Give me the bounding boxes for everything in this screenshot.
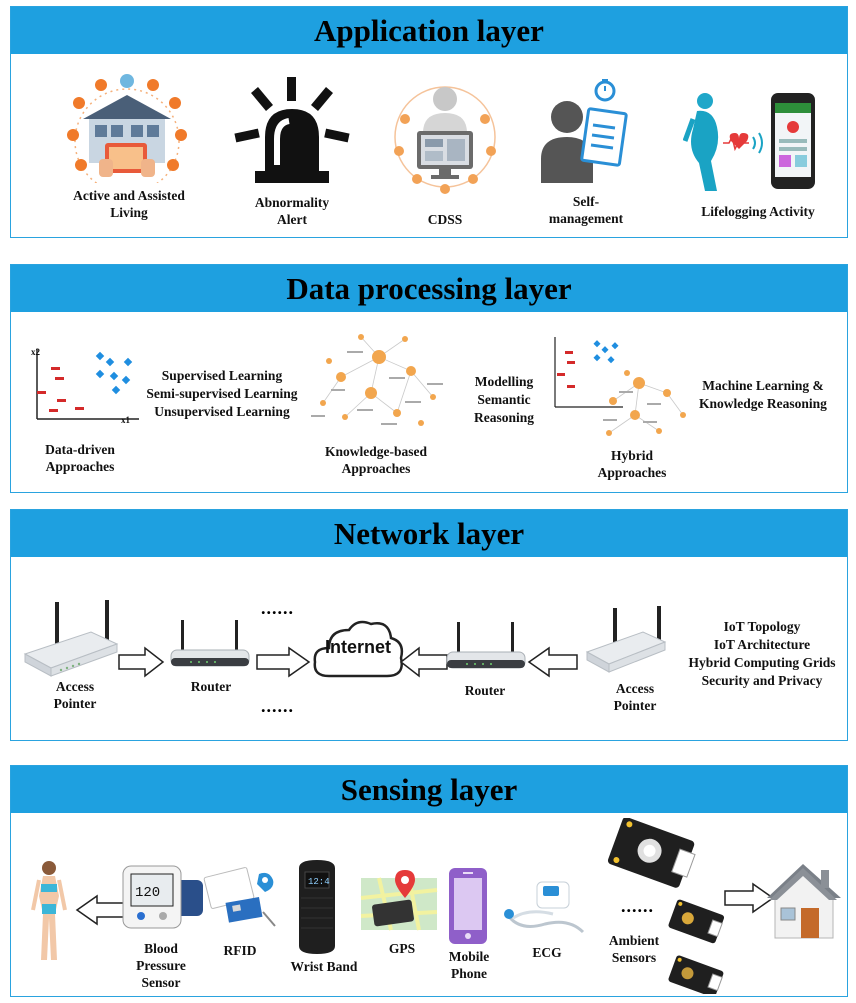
rfid-label: RFID [223,943,257,958]
smart-home-icon [67,74,187,183]
house-icon [767,864,841,939]
access-point-icon-left [23,600,119,677]
knowledge-based-label: Knowledge-based Approaches [324,444,427,476]
kr-label: Knowledge Reasoning [699,396,827,411]
svg-text:12:4: 12:4 [308,877,330,887]
network-layer: Network layer Access Pointer Router ....… [10,509,848,741]
modelling-label: Modelling [474,374,534,389]
arrow-left-icon-2 [527,646,578,678]
app-label-self-management: Self- management [548,194,624,226]
sensing-layer-title: Sensing layer [11,766,847,813]
sensing-layer: Sensing layer 120 Blood Pressure Sensor … [10,765,848,997]
app-label-cdss: CDSS [427,212,463,227]
reasoning-label: Reasoning [473,410,534,425]
network-layer-title: Network layer [11,510,847,557]
app-label-aal: Active and Assisted Living [73,188,185,220]
ml-label: Machine Learning & [702,378,824,393]
hybrid-computing-grids: Hybrid Computing Grids [688,655,836,670]
semantic-label: Semantic [477,392,531,407]
application-layer: Application layer Active and Assisted Li… [10,6,848,238]
gps-label: GPS [388,941,416,956]
alarm-siren-icon [234,77,350,183]
iot-topology: IoT Topology [723,619,801,634]
access-pointer-left-label: Access Pointer [53,679,97,711]
unsupervised-learning: Unsupervised Learning [154,404,290,419]
person-icon [31,861,67,960]
semi-supervised-learning: Semi-supervised Learning [146,386,298,401]
app-label-alert: Abnormality Alert [254,195,330,227]
mobile-phone-label: Mobile Phone [448,949,490,981]
doctor-computer-icon [394,86,496,194]
iot-architecture: IoT Architecture [713,637,811,652]
router-left-label: Router [190,679,232,694]
hybrid-label: Hybrid Approaches [597,448,667,480]
scatter-plot-icon [36,349,139,420]
access-pointer-right-label: Access Pointer [613,681,657,713]
wrist-band-label: Wrist Band [290,959,358,974]
internet-label: Internet [324,637,391,657]
wrist-band-icon: 12:4 [299,860,335,954]
application-layer-title: Application layer [11,7,847,54]
ambient-sensors-label: Ambient Sensors [608,933,660,965]
app-label-lifelogging: Lifelogging Activity [701,204,815,219]
router-right-label: Router [464,683,506,698]
ambient-sensors-icon [607,818,725,994]
sensing-dots: ...... [621,896,654,916]
security-privacy: Security and Privacy [701,673,823,688]
arrow-right-icon [118,646,165,678]
arrow-right-icon-2 [256,646,311,678]
axis-y-label: x2 [31,347,40,357]
mobile-phone-icon [449,868,487,944]
access-point-icon-right [585,606,667,673]
hybrid-approach-icon [554,337,686,436]
gps-icon [360,870,438,931]
arrow-left-icon [399,646,448,678]
ecg-label: ECG [532,945,562,960]
knowledge-graph-icon [311,334,443,426]
svg-text:120: 120 [135,885,160,901]
data-processing-layer: Data processing layer x2 x1 Data-driven … [10,264,848,493]
runner-phone-icon [683,93,815,191]
internet-cloud-icon [313,620,404,678]
supervised-learning: Supervised Learning [161,368,283,383]
dots-top: ...... [261,598,294,618]
person-clipboard-icon [541,79,628,183]
blood-pressure-sensor-icon: 120 [122,865,203,929]
data-driven-label: Data-driven Approaches [45,442,115,474]
bp-sensor-label: Blood Pressure Sensor [136,941,186,990]
arrow-right-icon-sensing [724,882,775,914]
dots-bottom: ...... [261,696,294,716]
router-icon-right [446,622,526,669]
rfid-icon [203,867,276,927]
ecg-device-icon [504,881,585,934]
data-processing-layer-title: Data processing layer [11,265,847,312]
router-icon-left [170,620,250,667]
axis-x-label: x1 [121,415,130,425]
